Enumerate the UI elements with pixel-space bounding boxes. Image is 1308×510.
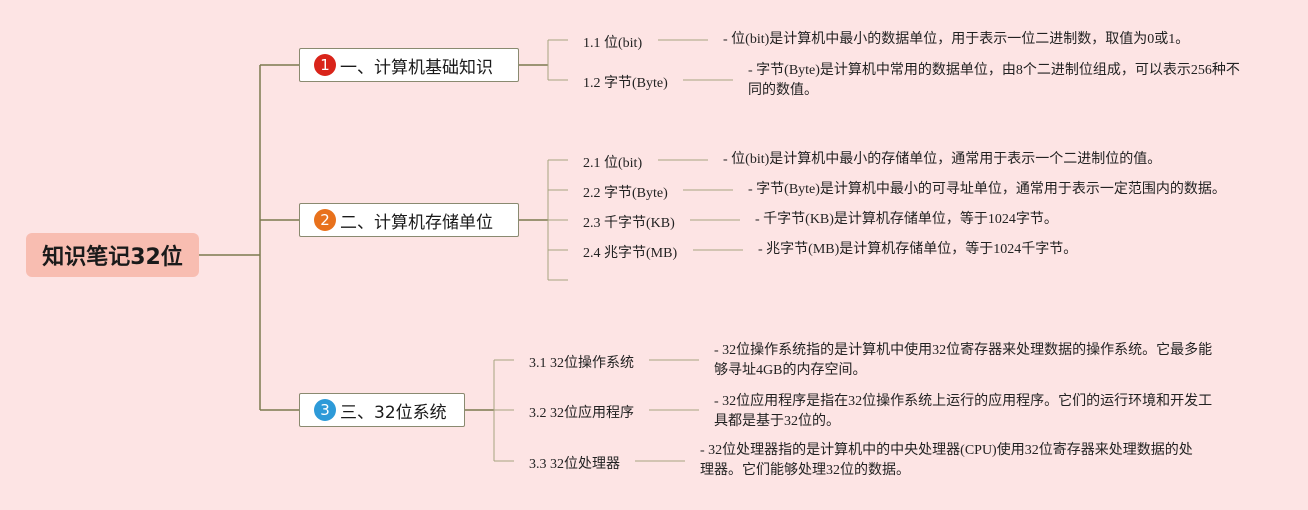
topic-2-4-desc: - 兆字节(MB)是计算机存储单位，等于1024千字节。	[758, 242, 1078, 257]
topic-1-2[interactable]: 1.2 字节(Byte)	[583, 76, 668, 91]
topic-2-4[interactable]: 2.4 兆字节(MB)	[583, 246, 678, 261]
topic-3-2-desc: - 32位应用程序是指在32位操作系统上运行的应用程序。它们的运行环境和开发工具…	[714, 394, 1213, 429]
topic-2-2[interactable]: 2.2 字节(Byte)	[583, 186, 668, 201]
branch-label-2: 二、计算机存储单位	[340, 212, 493, 233]
number-badge-3: 3	[314, 399, 336, 421]
branch-label-1: 一、计算机基础知识	[340, 57, 493, 78]
branch-node-2[interactable]: 2 二、计算机存储单位	[299, 203, 519, 237]
topic-1-2-desc: - 字节(Byte)是计算机中常用的数据单位，由8个二进制位组成，可以表示256…	[748, 63, 1240, 98]
root-label: 知识笔记32位	[42, 245, 183, 270]
topic-3-1-desc: - 32位操作系统指的是计算机中使用32位寄存器来处理数据的操作系统。它最多能够…	[714, 343, 1213, 378]
topic-3-3-desc: - 32位处理器指的是计算机中的中央处理器(CPU)使用32位寄存器来处理数据的…	[700, 443, 1193, 478]
topic-2-1-desc: - 位(bit)是计算机中最小的存储单位，通常用于表示一个二进制位的值。	[723, 152, 1162, 167]
branch-node-3[interactable]: 3 三、32位系统	[299, 393, 465, 427]
topic-2-3[interactable]: 2.3 千字节(KB)	[583, 216, 675, 231]
number-badge-2: 2	[314, 209, 336, 231]
root-node[interactable]: 知识笔记32位	[26, 233, 199, 277]
topic-1-1-desc: - 位(bit)是计算机中最小的数据单位，用于表示一位二进制数，取值为0或1。	[723, 32, 1190, 47]
branch-node-1[interactable]: 1 一、计算机基础知识	[299, 48, 519, 82]
topic-3-2[interactable]: 3.2 32位应用程序	[529, 406, 634, 421]
topic-1-1[interactable]: 1.1 位(bit)	[583, 36, 643, 51]
topic-2-2-desc: - 字节(Byte)是计算机中最小的可寻址单位，通常用于表示一定范围内的数据。	[748, 182, 1226, 197]
number-badge-1: 1	[314, 54, 336, 76]
topic-2-3-desc: - 千字节(KB)是计算机存储单位，等于1024字节。	[755, 212, 1058, 227]
topic-3-1[interactable]: 3.1 32位操作系统	[529, 356, 634, 371]
topic-2-1[interactable]: 2.1 位(bit)	[583, 156, 643, 171]
topic-3-3[interactable]: 3.3 32位处理器	[529, 457, 620, 472]
branch-label-3: 三、32位系统	[340, 402, 447, 423]
